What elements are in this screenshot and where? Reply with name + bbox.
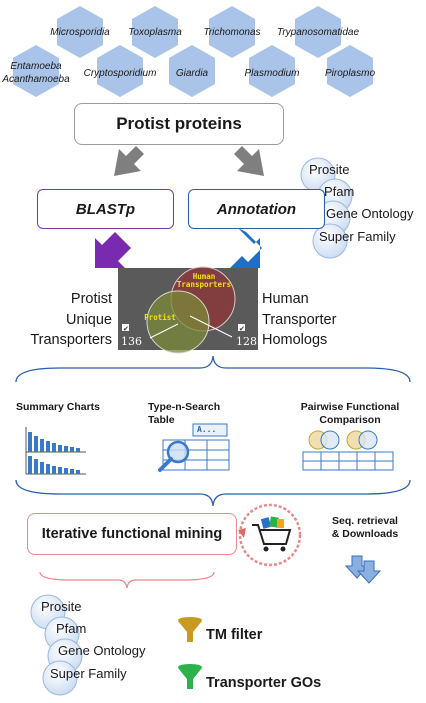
annotation-source-pfam: Pfam <box>324 184 355 199</box>
organism-cryptosporidium: Cryptosporidium <box>84 68 157 79</box>
organism-hexagons <box>13 6 373 97</box>
blastp-box: BLASTp <box>37 189 174 229</box>
organism-microsporidia: Microsporidia <box>50 27 110 38</box>
middle-brace <box>15 479 411 507</box>
left-label-line-2: Unique <box>66 311 112 328</box>
hexagon-cryptosporidium <box>97 45 143 97</box>
left-label-line-1: Protist <box>70 291 112 307</box>
left-label-line-3: Transporters <box>30 332 112 348</box>
organism-trypanosomatidae: Trypanosomatidae <box>277 27 360 38</box>
venn-count-protist: 136 <box>121 335 142 348</box>
venn-pointer-right <box>189 315 233 338</box>
seq-retrieval-line-1: Seq. retrieval <box>332 515 398 527</box>
venn-label-transporters: Transporters <box>177 280 231 289</box>
bottom-brace <box>39 571 215 589</box>
hexagon-plasmodium <box>249 45 295 97</box>
iterative-mining-label: Iterative functional mining <box>41 526 223 542</box>
venn-count-human: 128 <box>236 335 257 348</box>
organism-piroplasmo: Piroplasmo <box>325 68 375 79</box>
human-transporter-homologs-label: Human Transporter Homologs <box>262 289 362 351</box>
seq-retrieval-line-2: & Downloads <box>331 528 399 540</box>
right-label-line-1: Human <box>262 291 309 307</box>
hexagon-giardia <box>169 45 215 97</box>
hexagon-trichomonas <box>209 6 255 58</box>
gray-arrow-right <box>234 146 264 176</box>
protist-proteins-label: Protist proteins <box>116 114 242 133</box>
summary-charts-label: Summary Charts <box>15 401 101 413</box>
organism-giardia: Giardia <box>176 68 209 79</box>
venn-check-right: ✔ <box>239 325 245 333</box>
annotation-source-super-family: Super Family <box>319 229 396 244</box>
summary-charts-icon <box>25 427 86 475</box>
funnel-orange-icon <box>178 617 202 642</box>
hexagon-entamoeba <box>13 45 59 97</box>
pairwise-line-2: Comparison <box>319 414 381 426</box>
search-input-text: A... <box>197 425 216 434</box>
hexagon-toxoplasma <box>132 6 178 58</box>
seq-retrieval-label: Seq. retrieval & Downloads <box>316 515 414 541</box>
search-table-icon <box>158 423 230 472</box>
iterative-mining-box: Iterative functional mining <box>27 513 237 555</box>
protist-unique-transporters-label: Protist Unique Transporters <box>0 289 112 351</box>
blue-arrow <box>230 228 262 268</box>
filter-source-pfam: Pfam <box>56 621 87 636</box>
pairwise-line-1: Pairwise Functional <box>300 401 400 413</box>
blastp-label: BLASTp <box>75 200 136 218</box>
annotation-label: Annotation <box>216 200 297 218</box>
type-search-line-2: Table <box>148 414 175 426</box>
tm-filter-label: TM filter <box>206 627 263 643</box>
transporter-gos-label: Transporter GOs <box>206 675 322 691</box>
hexagon-piroplasmo <box>327 45 373 97</box>
top-brace <box>15 355 411 383</box>
hexagon-trypanosomatidae <box>295 6 341 58</box>
type-search-label: Type-n-Search Table <box>148 401 248 427</box>
venn-pointer-left <box>149 323 179 339</box>
funnel-green-icon <box>178 664 202 689</box>
search-input-box <box>192 423 228 437</box>
venn-label-protist: Protist <box>144 313 176 322</box>
filter-circles <box>30 594 83 696</box>
organism-trichomonas: Trichomonas <box>203 27 260 38</box>
gray-arrow-left <box>114 146 144 176</box>
cycle-ring <box>238 503 302 567</box>
venn-circle-protist <box>146 290 210 354</box>
venn-checkbox-right <box>238 324 245 331</box>
cycle-arrowhead <box>238 528 246 538</box>
organism-acanthamoeba: Acanthamoeba <box>1 74 70 85</box>
hexagon-microsporidia <box>57 6 103 58</box>
cart-icon <box>252 516 292 552</box>
organism-entamoeba: Entamoeba <box>10 61 62 72</box>
protist-proteins-box: Protist proteins <box>74 103 284 145</box>
magnifier-icon <box>166 440 190 464</box>
download-icon <box>344 555 382 584</box>
annotation-box: Annotation <box>188 189 325 229</box>
annotation-source-prosite: Prosite <box>309 162 350 177</box>
right-label-line-3: Homologs <box>262 332 328 348</box>
organism-plasmodium: Plasmodium <box>244 68 299 79</box>
venn-check-left: ✔ <box>123 325 129 333</box>
filter-source-super-family: Super Family <box>50 666 127 681</box>
type-search-line-1: Type-n-Search <box>148 401 221 413</box>
filter-source-prosite: Prosite <box>41 599 82 614</box>
organism-toxoplasma: Toxoplasma <box>128 27 182 38</box>
pairwise-comparison-icon <box>302 430 394 471</box>
annotation-source-gene-ontology: Gene Ontology <box>326 206 414 221</box>
venn-checkbox-left <box>122 324 129 331</box>
purple-arrow <box>95 232 131 268</box>
right-label-line-2: Transporter <box>262 311 337 328</box>
venn-label-human: Human <box>193 272 216 281</box>
filter-source-gene-ontology: Gene Ontology <box>58 643 146 658</box>
pairwise-comparison-label: Pairwise Functional Comparison <box>290 401 410 427</box>
